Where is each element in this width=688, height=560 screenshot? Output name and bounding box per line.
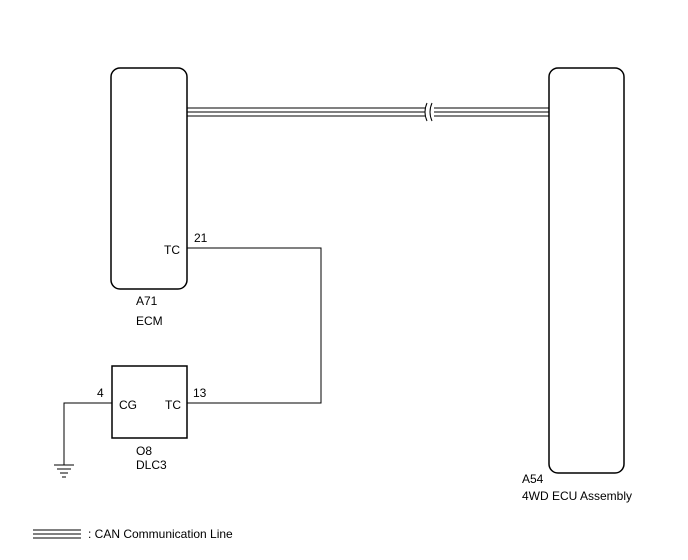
ecm-pin-21-number: 21 bbox=[194, 231, 208, 245]
legend-can-line-label: : CAN Communication Line bbox=[88, 527, 233, 541]
dlc3-pin-cg-label: CG bbox=[119, 398, 137, 412]
dlc3-pin-4-number: 4 bbox=[97, 386, 104, 400]
cg-ground-wire bbox=[63, 402, 112, 465]
fwd-ecu-name-label: 4WD ECU Assembly bbox=[522, 489, 632, 503]
dlc3-code-label: O8 bbox=[136, 444, 152, 458]
dlc3-box bbox=[111, 365, 188, 439]
fwd-ecu-code-label: A54 bbox=[522, 472, 544, 486]
ecm-pin-tc-label: TC bbox=[164, 243, 180, 257]
can-communication-line bbox=[187, 102, 549, 122]
tc-wire bbox=[187, 247, 322, 404]
legend-can-line-symbol bbox=[33, 529, 81, 539]
ground-icon bbox=[54, 464, 74, 478]
ecm-code-label: A71 bbox=[136, 294, 158, 308]
dlc3-pin-13-number: 13 bbox=[193, 386, 207, 400]
dlc3-pin-tc-label: TC bbox=[165, 398, 181, 412]
ecm-box bbox=[110, 67, 188, 290]
ecm-name-label: ECM bbox=[136, 314, 163, 328]
dlc3-name-label: DLC3 bbox=[136, 458, 167, 472]
fwd-ecu-box bbox=[548, 67, 625, 474]
